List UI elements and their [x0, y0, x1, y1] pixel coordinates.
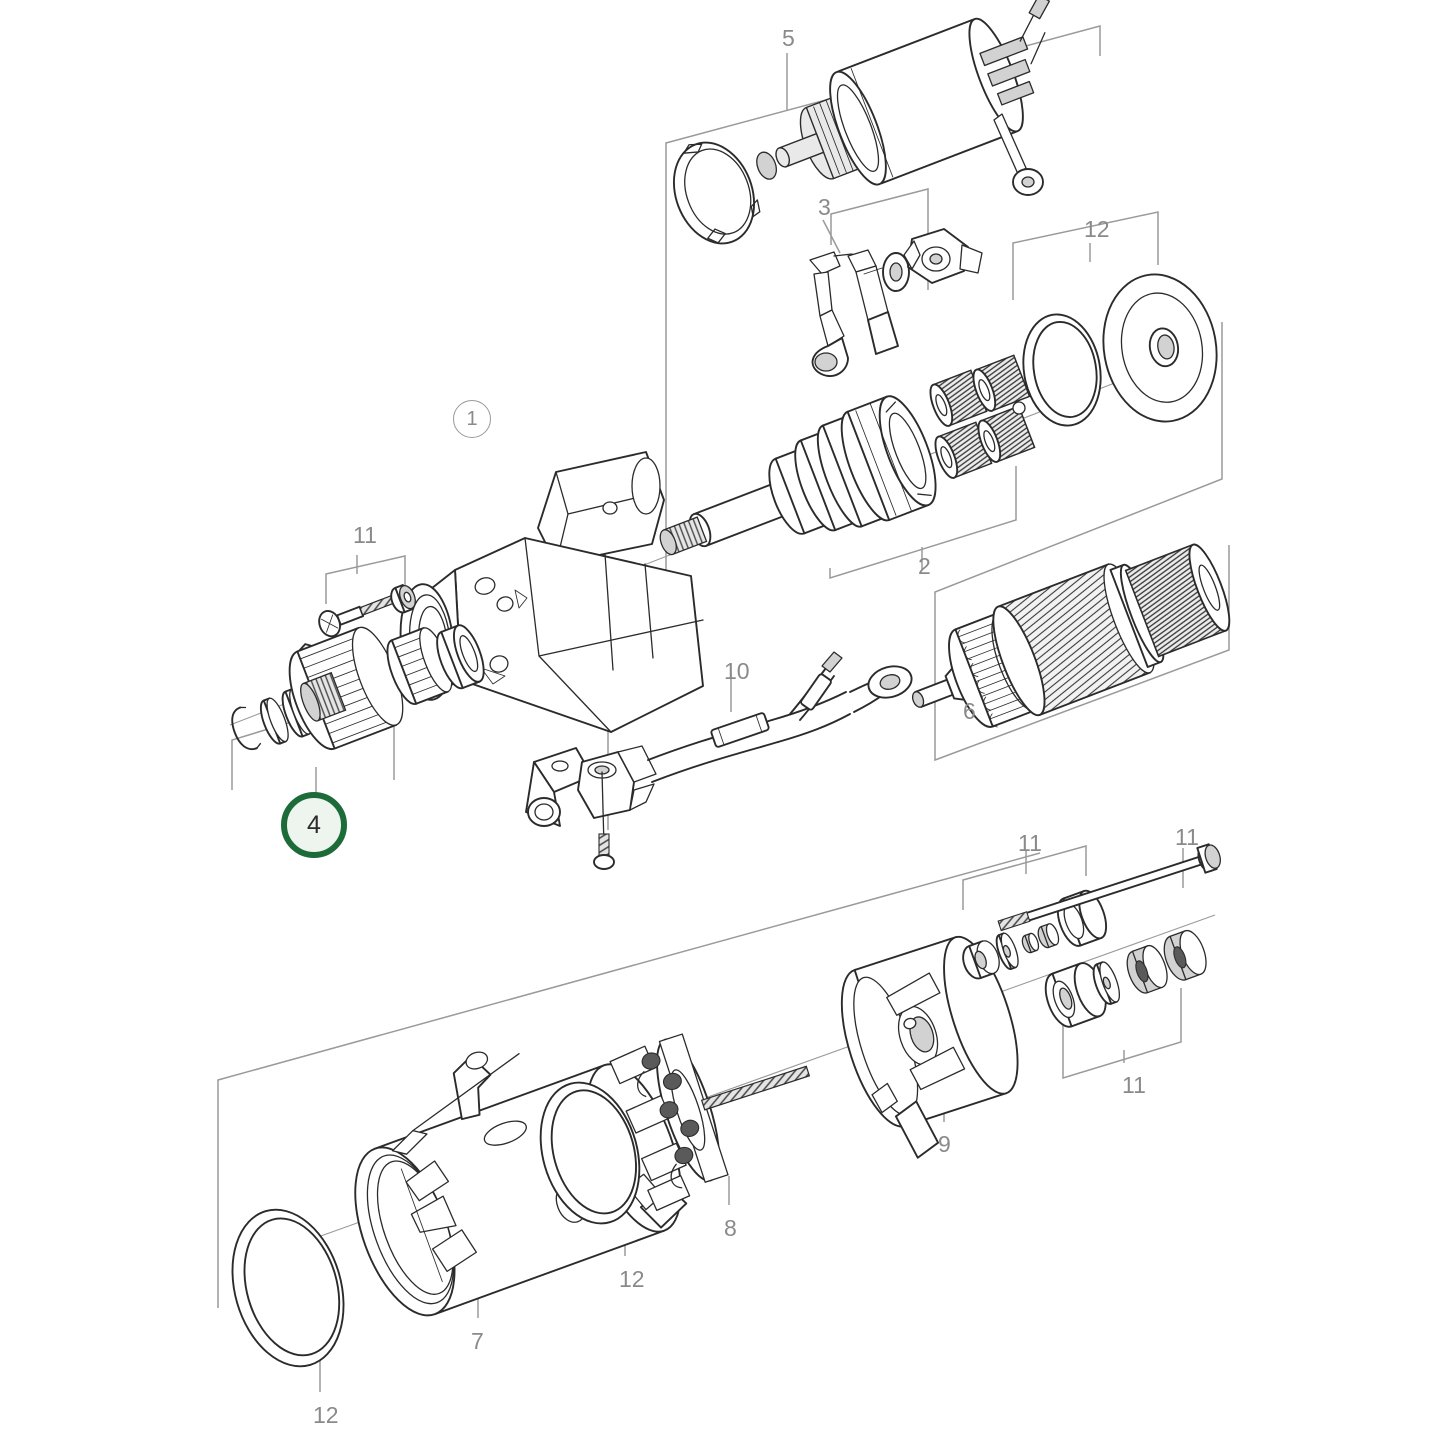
callout-label-11d: 11 — [1122, 1072, 1146, 1098]
callout-label-8: 8 — [724, 1215, 737, 1241]
callout-label-3: 3 — [818, 194, 831, 220]
part-wiring-harness-10 — [577, 651, 913, 870]
part-oring-washer-12-top — [1022, 273, 1218, 427]
assembly-axes — [229, 349, 1216, 1266]
part-screw-washer-11-left — [318, 584, 416, 638]
part-clutch-drive-2 — [659, 354, 1036, 556]
callout-label-11a: 11 — [353, 522, 377, 548]
callout-label-12c: 12 — [313, 1402, 339, 1428]
callout-label-9: 9 — [938, 1131, 951, 1157]
callout-label-12b: 12 — [619, 1266, 645, 1292]
callout-label-12a: 12 — [1084, 216, 1110, 242]
part-end-cap-9 — [840, 935, 1019, 1159]
callout-label-6: 6 — [963, 698, 976, 724]
callout-label-11c: 11 — [1175, 824, 1199, 850]
part-brush-holder-8 — [609, 1033, 811, 1212]
part-hardware-11-lower — [1044, 929, 1207, 1028]
callout-label-2: 2 — [918, 553, 931, 579]
part-solenoid-5 — [672, 0, 1051, 245]
part-oring-12-rear — [539, 1081, 641, 1225]
part-drive-housing-1 — [399, 451, 704, 827]
bracket-group-11-bottomleft — [962, 845, 1087, 910]
callout-circle-4-number: 4 — [307, 810, 321, 839]
callout-label-5: 5 — [782, 25, 795, 51]
part-field-housing-7 — [231, 1051, 688, 1368]
callout-circle-4-highlighted[interactable]: 4 — [281, 792, 347, 858]
part-armature-6 — [911, 543, 1231, 728]
part-oring-12-front — [231, 1208, 345, 1368]
planet-gears — [929, 354, 1036, 479]
callout-label-7: 7 — [471, 1328, 484, 1354]
bracket-group-2 — [829, 466, 1017, 580]
callout-label-11b: 11 — [1018, 830, 1042, 856]
callout-circle-1-number: 1 — [466, 407, 478, 430]
part-shift-lever-3 — [809, 228, 983, 377]
bracket-group-12-top — [1012, 211, 1159, 300]
part-hardware-11-bolt — [997, 843, 1221, 932]
part-pinion-assembly-4 — [231, 624, 485, 751]
callout-circle-1[interactable]: 1 — [453, 400, 491, 438]
bracket-group-11-left — [325, 555, 406, 604]
bracket-group-lower — [217, 852, 1041, 1308]
bracket-group-right-column — [934, 322, 1230, 762]
bracket-group-11-lower — [1062, 988, 1182, 1080]
callout-label-10: 10 — [724, 658, 750, 684]
